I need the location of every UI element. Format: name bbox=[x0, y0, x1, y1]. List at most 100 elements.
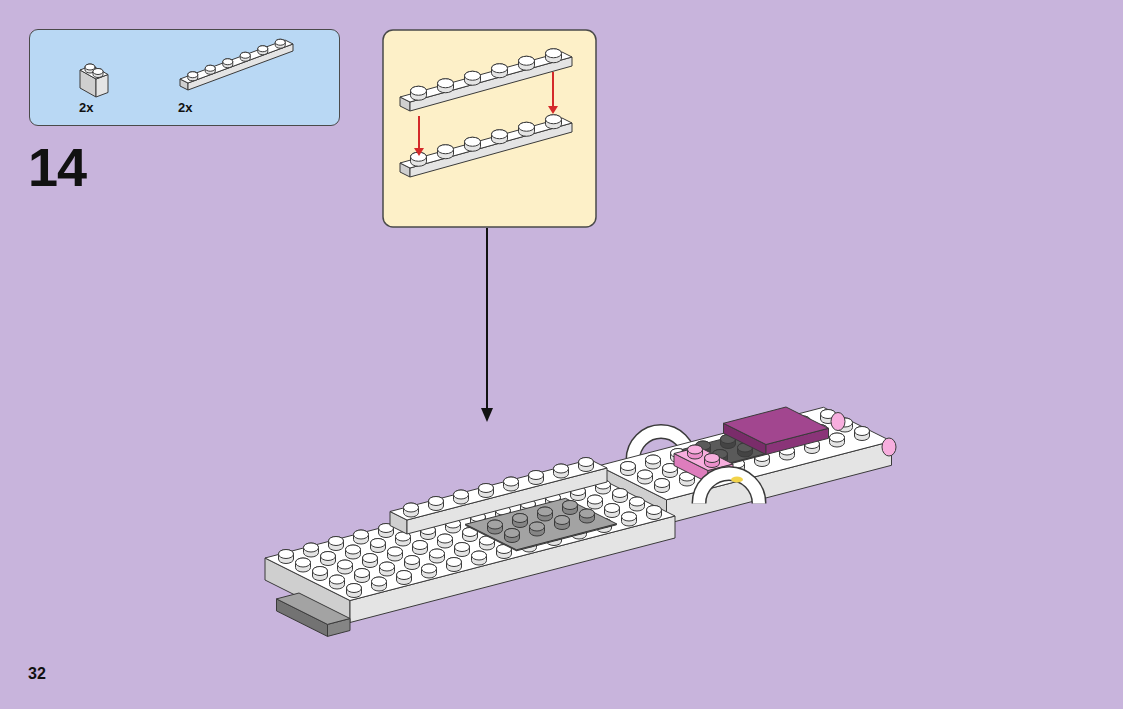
stud bbox=[492, 130, 508, 144]
stud bbox=[354, 530, 369, 544]
stud-top bbox=[438, 79, 454, 88]
stud bbox=[275, 39, 285, 48]
stud bbox=[588, 495, 603, 509]
stud bbox=[622, 512, 637, 526]
stud bbox=[504, 477, 519, 491]
stud-top bbox=[546, 115, 562, 124]
stud-top bbox=[519, 56, 535, 65]
stud bbox=[465, 137, 481, 151]
assembly-arrow bbox=[552, 72, 554, 108]
stud bbox=[380, 562, 395, 576]
stud-top bbox=[647, 506, 662, 515]
stud-top bbox=[304, 543, 319, 552]
stud-top bbox=[605, 504, 620, 513]
stud bbox=[546, 115, 562, 129]
stud bbox=[313, 567, 328, 581]
stud-top bbox=[258, 46, 268, 52]
stud-top bbox=[454, 490, 469, 499]
stud bbox=[647, 506, 662, 520]
stud bbox=[705, 454, 720, 468]
wheel-hint bbox=[731, 477, 743, 483]
stud bbox=[563, 501, 578, 515]
stud bbox=[546, 49, 562, 63]
stud-top bbox=[296, 558, 311, 567]
stud-top bbox=[85, 64, 95, 70]
stud-top bbox=[447, 558, 462, 567]
stud-top bbox=[630, 497, 645, 506]
stud-top bbox=[465, 71, 481, 80]
pink-cylinder bbox=[831, 413, 845, 431]
stud-top bbox=[313, 567, 328, 576]
stud bbox=[530, 522, 545, 536]
stud bbox=[405, 556, 420, 570]
brick-face bbox=[410, 123, 572, 177]
quantity-label: 2x bbox=[178, 100, 192, 115]
stud bbox=[346, 545, 361, 559]
stud-top bbox=[555, 516, 570, 525]
step-number: 14 bbox=[28, 136, 86, 198]
brick-face bbox=[466, 498, 617, 550]
stud bbox=[438, 79, 454, 93]
stud-top bbox=[688, 445, 703, 454]
page-number: 32 bbox=[28, 665, 46, 683]
arrow-head bbox=[548, 106, 558, 114]
stud-top bbox=[513, 514, 528, 523]
arrow-head bbox=[481, 408, 493, 422]
stud bbox=[830, 433, 845, 447]
stud bbox=[479, 484, 494, 498]
stud bbox=[338, 560, 353, 574]
stud-top bbox=[465, 137, 481, 146]
stud-top bbox=[579, 458, 594, 467]
stud bbox=[630, 497, 645, 511]
parts-panel: 2x2x bbox=[29, 29, 340, 126]
stud-top bbox=[588, 495, 603, 504]
stud bbox=[513, 515, 528, 529]
stud-top bbox=[529, 471, 544, 480]
stud bbox=[555, 516, 570, 530]
stud-top bbox=[330, 575, 345, 584]
stud bbox=[363, 554, 378, 568]
stud-top bbox=[275, 39, 285, 45]
stud-top bbox=[472, 551, 487, 560]
stud-top bbox=[621, 462, 636, 471]
stud-top bbox=[430, 549, 445, 558]
stud-top bbox=[563, 501, 578, 510]
stud-top bbox=[404, 503, 419, 512]
stud bbox=[205, 65, 215, 74]
stud-top bbox=[504, 477, 519, 486]
stud bbox=[554, 464, 569, 478]
stud-top bbox=[488, 520, 503, 529]
stud bbox=[646, 455, 661, 469]
stud-top bbox=[580, 509, 595, 518]
stud bbox=[388, 547, 403, 561]
stud-top bbox=[422, 564, 437, 573]
stud-top bbox=[363, 554, 378, 563]
stud bbox=[321, 552, 336, 566]
stud-top bbox=[354, 530, 369, 539]
stud-top bbox=[411, 86, 427, 95]
stud-top bbox=[505, 529, 520, 538]
stud bbox=[447, 558, 462, 572]
stud bbox=[563, 502, 578, 516]
stud bbox=[188, 72, 198, 81]
stud-top bbox=[705, 454, 720, 463]
stud bbox=[304, 543, 319, 557]
stud bbox=[413, 541, 428, 555]
stud bbox=[519, 122, 535, 136]
stud bbox=[579, 458, 594, 472]
stud-top bbox=[855, 427, 870, 436]
stud bbox=[372, 577, 387, 591]
stud-top bbox=[655, 479, 670, 488]
stud bbox=[347, 584, 362, 598]
stud bbox=[580, 510, 595, 524]
stud-top bbox=[638, 470, 653, 479]
stud bbox=[404, 503, 419, 517]
brick-face bbox=[390, 460, 607, 521]
callout-arrow bbox=[486, 228, 488, 410]
stud-top bbox=[380, 562, 395, 571]
stud-top bbox=[346, 545, 361, 554]
stud bbox=[638, 470, 653, 484]
stud bbox=[454, 490, 469, 504]
stud-top bbox=[554, 464, 569, 473]
stud-top bbox=[830, 433, 845, 442]
